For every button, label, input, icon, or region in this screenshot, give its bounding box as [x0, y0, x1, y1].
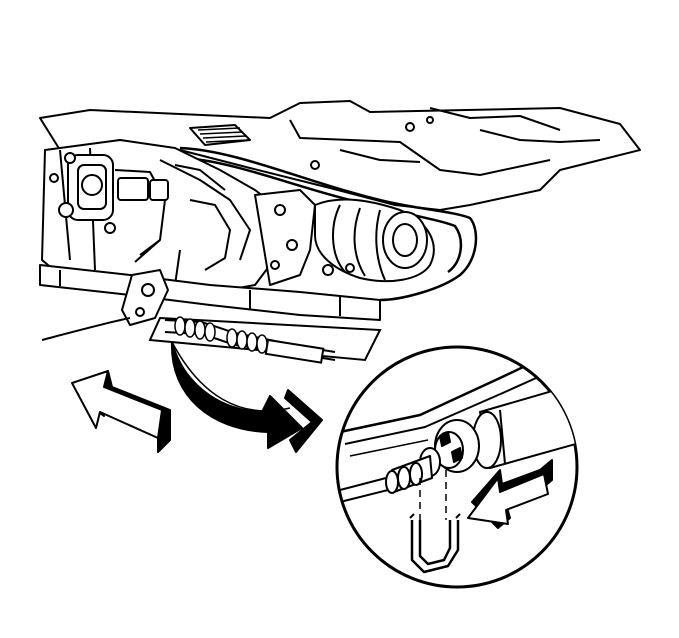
cable-bracket	[121, 269, 169, 326]
crossmember	[39, 264, 381, 321]
shift-cable	[41, 316, 382, 364]
detail-direction-arrow	[467, 459, 553, 529]
direction-arrow	[71, 370, 171, 453]
detail-magnifier-circle	[335, 345, 579, 589]
cable-retaining-clip	[409, 513, 461, 574]
cable-boot	[174, 316, 268, 354]
vent-grille	[189, 124, 251, 146]
output-flange	[254, 189, 316, 286]
detail-pointer-arrow	[170, 341, 323, 453]
transmission-assembly	[39, 100, 641, 326]
